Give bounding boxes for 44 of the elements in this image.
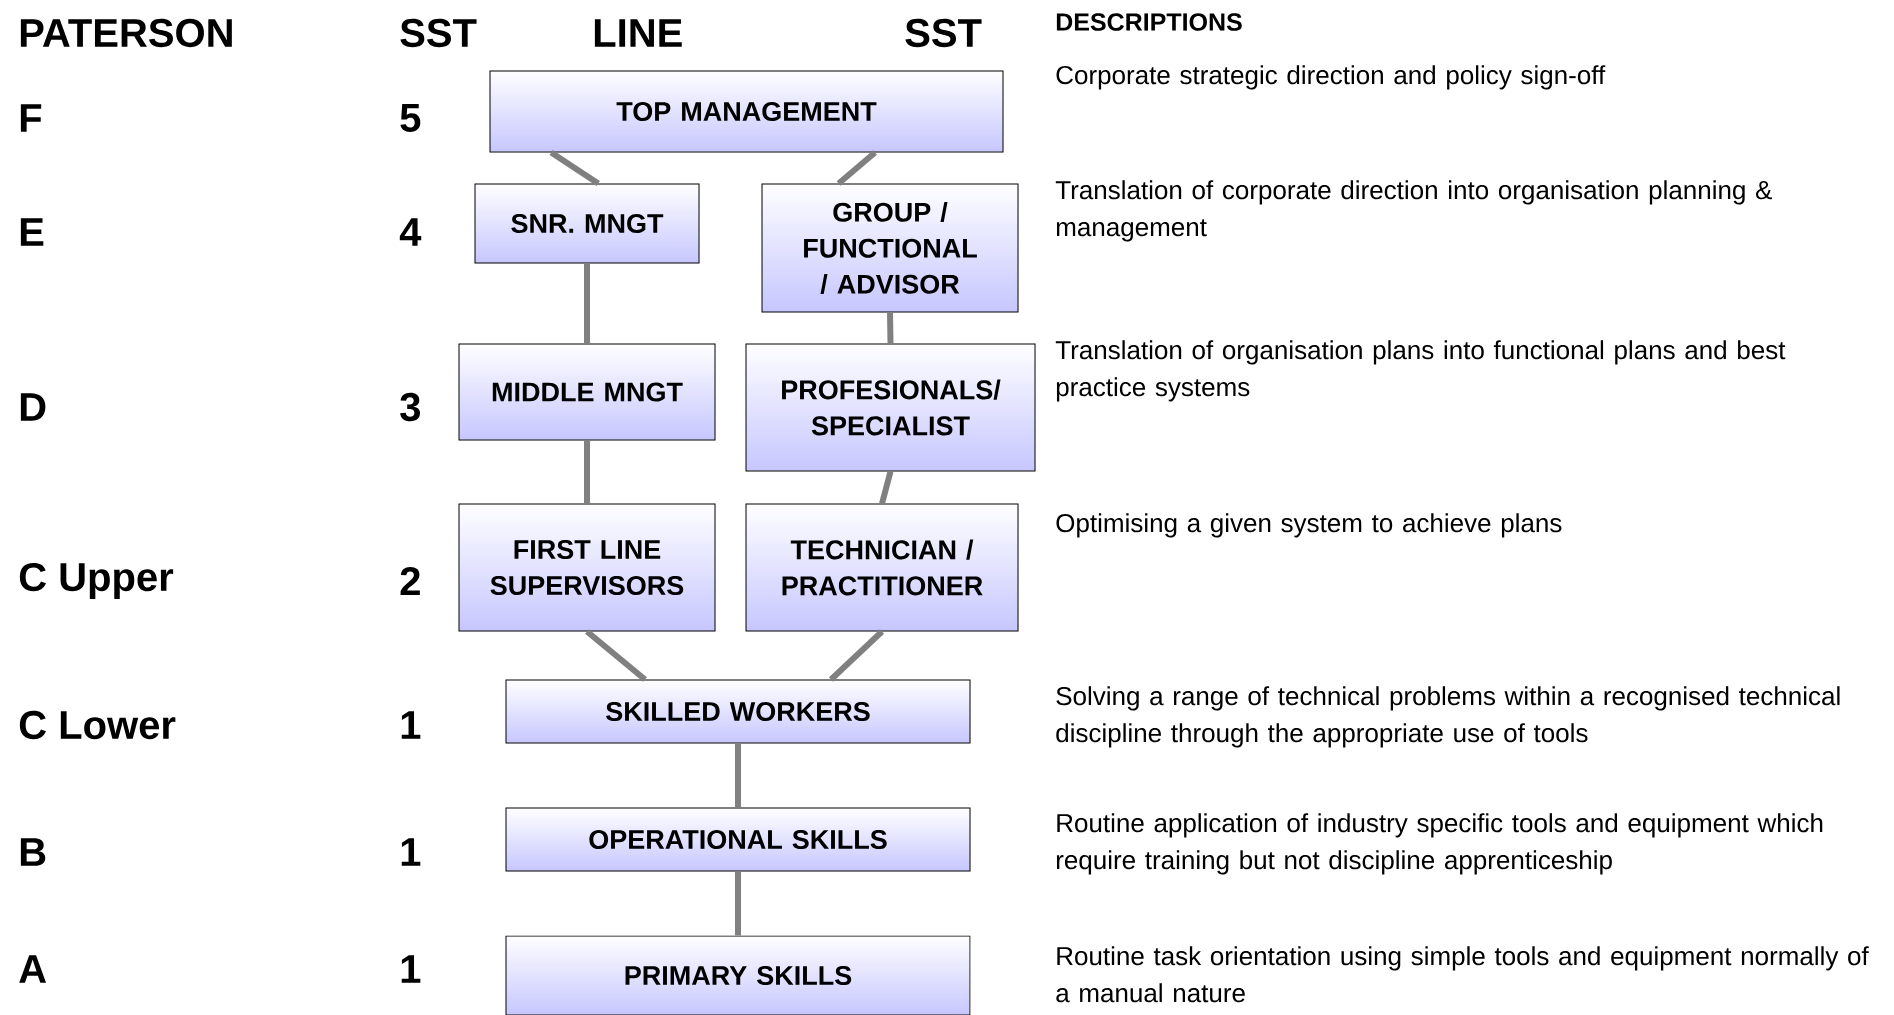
grade-label: 1 xyxy=(401,955,421,983)
connector-line xyxy=(735,743,741,808)
description-text: Translation of organisation plans into functional plans and best practice systems xyxy=(1055,340,1786,402)
box: SNR. MNGT xyxy=(474,183,700,264)
box: GROUP / FUNCTIONAL / ADVISOR xyxy=(761,183,1019,313)
box: TOP MANAGEMENT xyxy=(489,70,1004,153)
connector-line xyxy=(585,629,647,682)
connector-line xyxy=(735,871,741,936)
grade-label: F xyxy=(20,104,42,132)
box: FIRST LINE SUPERVISORS xyxy=(458,503,716,632)
box: SKILLED WORKERS xyxy=(505,679,971,744)
grade-label: 5 xyxy=(400,104,421,132)
connector-line xyxy=(828,629,885,682)
grade-label: 1 xyxy=(401,838,421,866)
connector-line xyxy=(584,263,590,344)
connector-line xyxy=(549,150,600,186)
description-text: Routine application of industry specific tools and equipment which require training but not discipline apprenticeship xyxy=(1056,813,1823,875)
description-text: Translation of corporate direction into organisation planning & management xyxy=(1055,180,1772,242)
grade-label: 1 xyxy=(401,711,421,739)
grade-label: A xyxy=(19,955,47,983)
description-text: Optimising a given system to achieve plans xyxy=(1056,513,1562,538)
column-heading: DESCRIPTIONS xyxy=(1056,13,1242,31)
grade-label: D xyxy=(20,393,46,421)
connector-line xyxy=(836,150,877,186)
column-heading: PATERSON xyxy=(20,18,232,48)
grade-label: 4 xyxy=(399,218,422,246)
box: MIDDLE MNGT xyxy=(458,343,716,441)
connector-line xyxy=(584,440,590,504)
grade-label: 2 xyxy=(400,567,420,595)
grade-label: C Lower xyxy=(19,710,176,740)
description-text: Solving a range of technical problems within a recognised technical discipline through the appropriate use of tools xyxy=(1056,686,1840,748)
box: PROFESIONALS/ SPECIALIST xyxy=(745,343,1036,472)
grade-label: C Upper xyxy=(19,562,174,600)
box: PRIMARY SKILLS xyxy=(505,935,971,1015)
column-heading: SST xyxy=(400,18,477,48)
grade-label: 3 xyxy=(400,392,420,422)
connector-line xyxy=(879,470,894,505)
box: TECHNICIAN / PRACTITIONER xyxy=(745,503,1019,632)
description-text: Corporate strategic direction and policy sign-off xyxy=(1056,65,1606,90)
connector-line xyxy=(887,312,894,344)
grade-label: E xyxy=(20,218,44,246)
description-text: Routine task orientation using simple tools and equipment normally of a manual nature xyxy=(1056,946,1869,1003)
grade-label: B xyxy=(20,838,46,866)
box: OPERATIONAL SKILLS xyxy=(505,807,971,872)
